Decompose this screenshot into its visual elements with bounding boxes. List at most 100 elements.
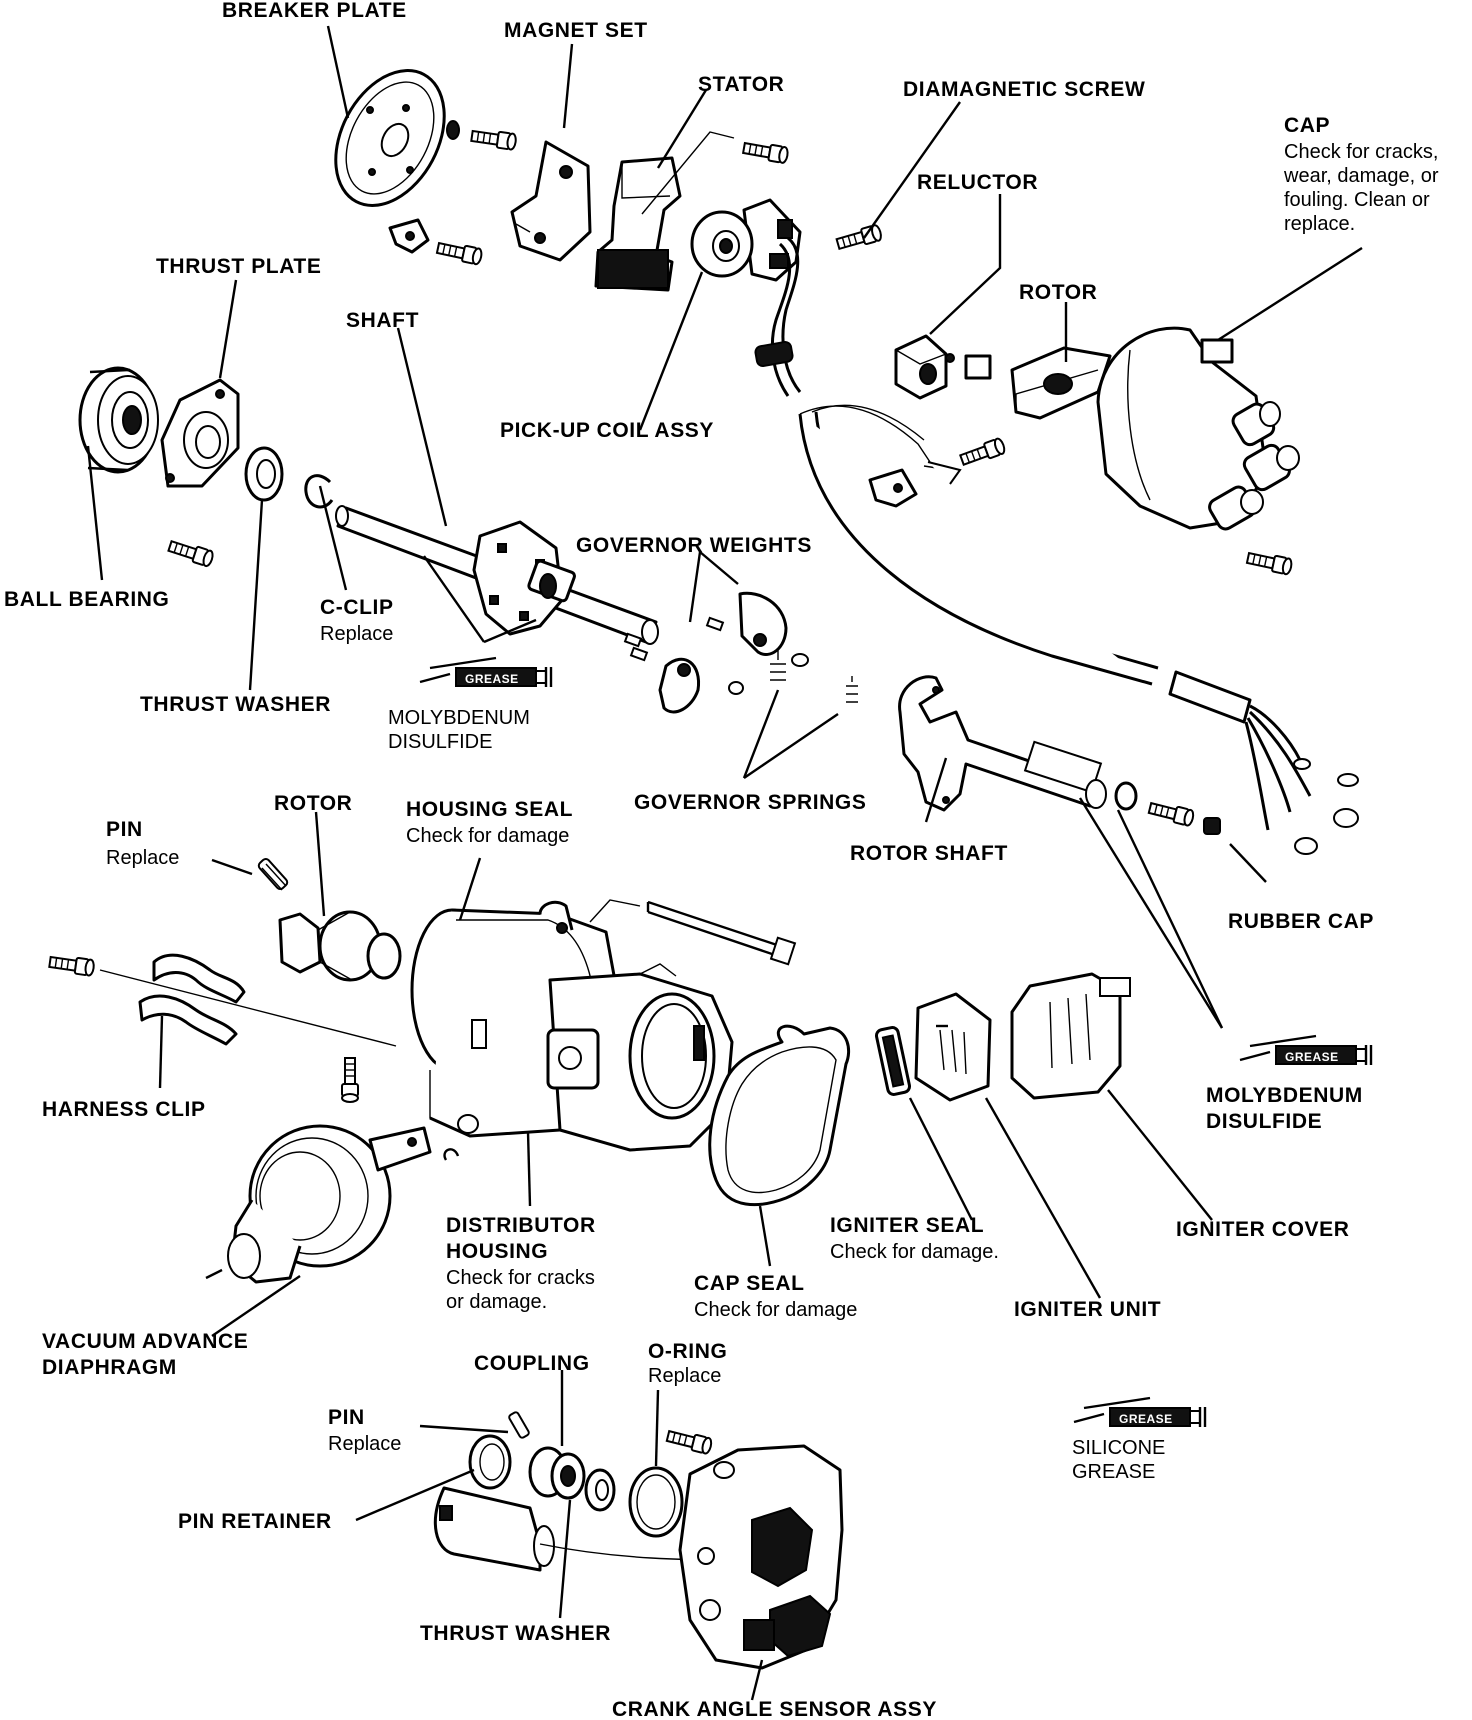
c-clip-part: [304, 474, 334, 509]
rotor-shaft-part: [898, 675, 1107, 812]
label-crank-angle-sensor: CRANK ANGLE SENSOR ASSY: [612, 1698, 937, 1720]
label-o-ring: O-RING: [648, 1340, 727, 1363]
ball-bearing-part: [78, 366, 159, 474]
label-distributor-housing-1: DISTRIBUTOR: [446, 1214, 596, 1237]
pin-top-note: Replace: [106, 847, 179, 869]
pickup-coil-part: [690, 198, 802, 282]
igniter-seal-part: [874, 1026, 912, 1096]
label-rotor-shaft: ROTOR SHAFT: [850, 842, 1008, 865]
label-molybdenum-2-line-2: DISULFIDE: [1206, 1110, 1322, 1133]
label-molybdenum-1-line-2: DISULFIDE: [388, 731, 492, 753]
label-silicone-grease-1: SILICONE: [1072, 1437, 1165, 1459]
label-harness-clip: HARNESS CLIP: [42, 1098, 206, 1121]
harness-clip-part: [138, 953, 246, 1046]
o-ring-note: Replace: [648, 1365, 721, 1387]
label-coupling: COUPLING: [474, 1352, 590, 1375]
ground-terminal-part: [868, 465, 951, 508]
cap-part: [1096, 326, 1300, 531]
crank-shaft-part: [433, 1486, 741, 1572]
screw-icon: [1147, 799, 1196, 828]
label-igniter-seal: IGNITER SEAL: [830, 1214, 984, 1237]
cap-note-line-2: wear, damage, or: [1283, 165, 1439, 187]
label-thrust-plate: THRUST PLATE: [156, 255, 321, 278]
magnet-set-part: [510, 140, 592, 262]
screw-icon: [741, 139, 790, 165]
label-magnet-set: MAGNET SET: [504, 19, 648, 42]
thrust-plate-part: [160, 378, 240, 488]
harness-connector-end-part: [1168, 670, 1359, 855]
label-cap: CAP: [1284, 114, 1330, 137]
label-housing-seal: HOUSING SEAL: [406, 798, 573, 821]
label-igniter-cover: IGNITER COVER: [1176, 1218, 1349, 1241]
label-molybdenum-1-line-1: MOLYBDENUM: [388, 707, 530, 729]
pin-retainer-part: [468, 1434, 512, 1490]
cap-seal-note: Check for damage: [694, 1299, 857, 1321]
label-silicone-grease-2: GREASE: [1072, 1461, 1155, 1483]
cap-note-line-1: Check for cracks,: [1284, 141, 1438, 163]
screw-icon: [665, 1427, 714, 1456]
screw-icon: [958, 436, 1008, 469]
vacuum-advance-part: [205, 1124, 432, 1284]
label-pickup-coil: PICK-UP COIL ASSY: [500, 419, 714, 442]
screw-icon: [469, 127, 518, 152]
label-pin-bottom: PIN: [328, 1406, 365, 1429]
distributor-housing-part: [410, 900, 734, 1152]
label-breaker-plate: BREAKER PLATE: [222, 0, 407, 22]
label-rotor-mid: ROTOR: [274, 792, 352, 815]
grease-tag-text: GREASE: [1119, 1412, 1173, 1426]
screw-icon: [166, 537, 216, 569]
pin-bottom-part: [508, 1411, 530, 1439]
label-diamagnetic-screw: DIAMAGNETIC SCREW: [903, 78, 1145, 101]
screw-icon: [341, 1057, 359, 1103]
igniter-seal-note: Check for damage.: [830, 1241, 999, 1263]
label-igniter-unit: IGNITER UNIT: [1014, 1298, 1161, 1321]
distributor-housing-note-1: Check for cracks: [446, 1267, 595, 1289]
pin-bottom-note: Replace: [328, 1433, 401, 1455]
governor-weight-part: [738, 591, 788, 656]
igniter-cover-part: [1010, 972, 1131, 1100]
small-bracket-part: [388, 218, 430, 254]
label-reluctor: RELUCTOR: [917, 171, 1038, 194]
thrust-washer-bottom-part: [584, 1468, 616, 1512]
label-thrust-washer-bottom: THRUST WASHER: [420, 1622, 611, 1645]
shaft-part: [335, 505, 659, 645]
label-stator: STATOR: [698, 73, 784, 96]
crank-angle-sensor-part: [678, 1444, 844, 1670]
label-governor-springs: GOVERNOR SPRINGS: [634, 791, 866, 814]
label-ball-bearing: BALL BEARING: [4, 588, 169, 611]
label-shaft: SHAFT: [346, 309, 419, 332]
label-pin-retainer: PIN RETAINER: [178, 1510, 332, 1533]
igniter-unit-part: [914, 992, 992, 1102]
label-vacuum-advance-1: VACUUM ADVANCE: [42, 1330, 248, 1353]
label-thrust-washer-top: THRUST WASHER: [140, 693, 331, 716]
label-c-clip: C-CLIP: [320, 596, 394, 619]
governor-weight-part: [658, 657, 701, 714]
cap-note-line-4: replace.: [1284, 213, 1355, 235]
label-cap-seal: CAP SEAL: [694, 1272, 805, 1295]
grease-tag-text: GREASE: [1285, 1050, 1339, 1064]
label-vacuum-advance-2: DIAPHRAGM: [42, 1356, 177, 1379]
cap-note-line-3: fouling. Clean or: [1284, 189, 1430, 211]
c-clip-note: Replace: [320, 623, 393, 645]
label-molybdenum-2-line-1: MOLYBDENUM: [1206, 1084, 1363, 1107]
label-distributor-housing-2: HOUSING: [446, 1240, 548, 1263]
rotor-top-part: [1010, 346, 1112, 420]
label-governor-weights: GOVERNOR WEIGHTS: [576, 534, 812, 557]
stator-part: [594, 156, 682, 292]
rotor-mid-part: [278, 910, 402, 982]
screw-icon: [47, 953, 96, 978]
distributor-housing-note-2: or damage.: [446, 1291, 547, 1313]
grease-tag-text: GREASE: [465, 672, 519, 686]
long-bolt-icon: [646, 900, 797, 966]
screw-icon: [435, 239, 484, 266]
leader-lines: [86, 25, 1363, 1701]
o-ring-part: [628, 1466, 684, 1538]
screw-icon: [834, 223, 884, 253]
coupling-part: [528, 1446, 586, 1500]
label-rotor-top: ROTOR: [1019, 281, 1097, 304]
label-rubber-cap: RUBBER CAP: [1228, 910, 1374, 933]
cap-seal-part: [708, 1024, 851, 1207]
label-pin-top: PIN: [106, 818, 143, 841]
screw-icon: [1245, 549, 1294, 576]
